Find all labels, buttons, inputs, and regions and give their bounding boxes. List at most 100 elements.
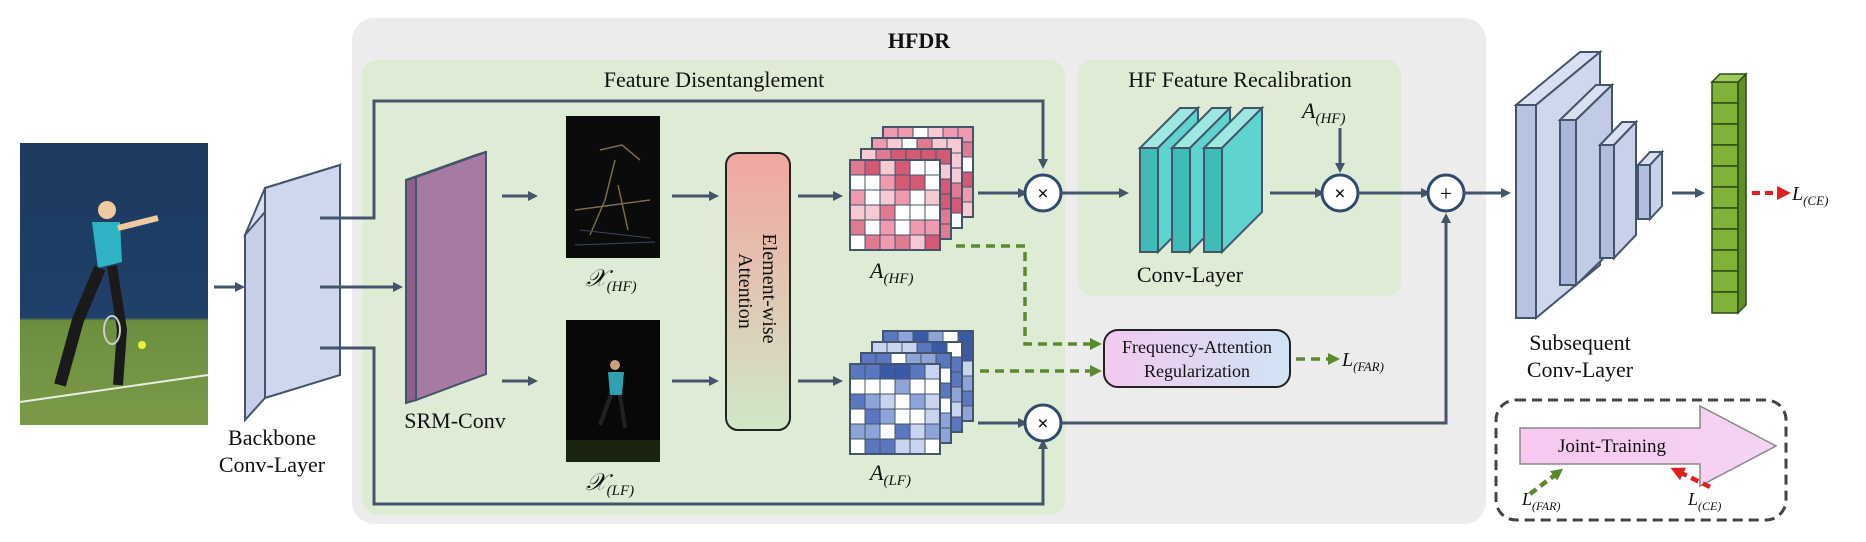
attention-cell — [909, 393, 926, 410]
attention-cell — [894, 159, 911, 176]
output-cell — [1711, 228, 1739, 251]
attention-cell — [879, 189, 896, 206]
joint-training-arrow — [1519, 404, 1778, 488]
attention-cell — [924, 234, 941, 251]
attention-cell — [909, 378, 926, 395]
attention-cell — [879, 438, 896, 455]
attention-cell — [849, 204, 866, 221]
output-cell — [1711, 270, 1739, 293]
l-ce-label: L(CE) — [1791, 183, 1828, 208]
output-cell — [1711, 123, 1739, 146]
multiply-node-hf: × — [1023, 173, 1063, 213]
attention-cell — [879, 393, 896, 410]
attention-cell — [849, 408, 866, 425]
attention-cell — [849, 174, 866, 191]
recal-conv-layer — [1137, 105, 1265, 255]
output-cell — [1711, 291, 1739, 314]
attention-cell — [924, 219, 941, 236]
attention-cell — [879, 378, 896, 395]
output-vector — [1710, 72, 1748, 315]
attention-cell — [879, 408, 896, 425]
output-top — [1710, 73, 1748, 83]
attention-cell — [864, 393, 881, 410]
attention-cell — [864, 219, 881, 236]
x-hf-image — [566, 116, 660, 258]
attention-cell — [879, 159, 896, 176]
attention-cell — [894, 378, 911, 395]
attention-cell — [909, 174, 926, 191]
attention-cell — [894, 174, 911, 191]
output-cell — [1711, 102, 1739, 125]
attention-cell — [879, 174, 896, 191]
recal-conv-label: Conv-Layer — [1137, 262, 1244, 287]
attention-cell — [879, 204, 896, 221]
far-label-1: Frequency-Attention — [1122, 337, 1272, 357]
backbone-label-1: Backbone — [228, 425, 316, 450]
attention-map-hf — [849, 126, 974, 251]
attention-cell — [909, 408, 926, 425]
attention-cell — [864, 408, 881, 425]
attention-cell — [909, 159, 926, 176]
attention-cell — [924, 204, 941, 221]
attention-cell — [864, 204, 881, 221]
output-cell — [1711, 144, 1739, 167]
add-node: + — [1426, 173, 1466, 213]
attention-cell — [924, 174, 941, 191]
far-label-2: Regularization — [1144, 361, 1250, 381]
attention-cell — [849, 189, 866, 206]
attention-cell — [909, 363, 926, 380]
x-hf-label: 𝒳(HF) — [586, 266, 637, 295]
attention-cell — [879, 363, 896, 380]
attention-cell — [894, 393, 911, 410]
attention-cell — [864, 174, 881, 191]
attention-cell — [849, 423, 866, 440]
element-wise-attention-block — [725, 152, 791, 431]
output-cell — [1711, 165, 1739, 188]
arrow-ahf-to-far — [956, 244, 1102, 350]
svg-text:+: + — [1440, 181, 1452, 206]
backbone-label-2: Conv-Layer — [219, 452, 326, 477]
attention-map-border — [849, 363, 941, 455]
attention-cell — [864, 159, 881, 176]
multiply-node-lf: × — [1023, 403, 1063, 443]
srm-conv-label: SRM-Conv — [404, 408, 505, 433]
ew-line-2: Attention — [734, 253, 756, 329]
l-far-label: L(FAR) — [1341, 349, 1384, 374]
attention-cell — [894, 219, 911, 236]
svg-text:×: × — [1037, 413, 1048, 435]
attention-cell — [909, 204, 926, 221]
output-cell — [1711, 249, 1739, 272]
attention-cell — [924, 438, 941, 455]
a-hf-recal-label: A(HF) — [1300, 98, 1345, 127]
arrow-lf-to-add — [1061, 213, 1451, 425]
attention-cell — [849, 393, 866, 410]
attention-cell — [909, 438, 926, 455]
attention-cell — [909, 234, 926, 251]
attention-cell — [924, 393, 941, 410]
output-cell — [1711, 207, 1739, 230]
attention-cell — [909, 423, 926, 440]
arrow-backbone-skip-bottom — [320, 346, 1048, 506]
attention-cell — [894, 438, 911, 455]
output-side — [1737, 72, 1747, 315]
attention-cell — [864, 423, 881, 440]
attention-cell — [924, 159, 941, 176]
attention-cell — [849, 219, 866, 236]
attention-cell — [849, 438, 866, 455]
attention-cell — [849, 378, 866, 395]
l-far-joint-label: L(FAR) — [1521, 489, 1560, 513]
attention-cell — [864, 438, 881, 455]
a-lf-label: A(LF) — [868, 460, 911, 489]
attention-cell — [924, 189, 941, 206]
attention-cell — [894, 204, 911, 221]
attention-cell — [909, 189, 926, 206]
attention-cell — [864, 234, 881, 251]
a-hf-label: A(HF) — [868, 258, 913, 287]
attention-cell — [894, 423, 911, 440]
hf-recalibration-title: HF Feature Recalibration — [1128, 67, 1352, 92]
attention-cell — [909, 219, 926, 236]
attention-cell — [879, 423, 896, 440]
ew-line-1: Element-wise — [758, 234, 780, 344]
element-wise-attention-label: Element-wise Attention — [734, 234, 780, 349]
attention-cell — [894, 408, 911, 425]
